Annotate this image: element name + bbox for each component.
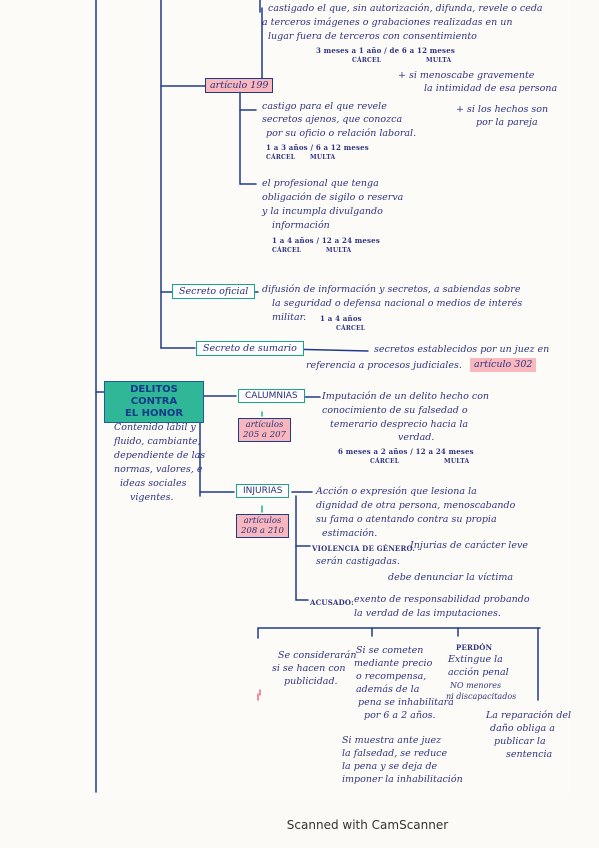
bottom-c4-line-3: publicar la: [494, 736, 546, 747]
art199-b-multa: MULTA: [326, 247, 352, 254]
honor-desc-2: fluido, cambiante,: [114, 436, 201, 447]
art199-b-line-2: obligación de sigilo o reserva: [262, 192, 404, 203]
injurias-line-2: dignidad de otra persona, menoscabando: [316, 500, 516, 511]
art199-side-1: + si los hechos son: [456, 104, 549, 115]
secreto-oficial-label: Secreto oficial: [172, 284, 256, 299]
top-note-1: + si menoscabe gravemente: [398, 70, 535, 81]
bottom-c1-line-1: Se considerarán: [278, 650, 357, 661]
calumnias-multa: MULTA: [444, 458, 470, 465]
art199-b-line-1: el profesional que tenga: [262, 178, 379, 189]
bottom-c4-line-4: sentencia: [506, 749, 553, 760]
bottom-c2-sub-1: Si muestra ante juez: [342, 735, 442, 746]
bottom-c3-line-3: NO menores: [450, 681, 502, 690]
injurias-label: INJURIAS: [236, 484, 290, 498]
bottom-c3-line-2: acción penal: [448, 667, 509, 678]
honor-title: DELITOS CONTRA EL HONOR: [104, 381, 204, 423]
secreto-oficial-line-2: la seguridad o defensa nacional o medios…: [272, 298, 523, 309]
secreto-sumario-line-1: secretos establecidos por un juez en: [374, 344, 550, 355]
top-carcel: CÁRCEL: [352, 57, 382, 64]
art199-b-penalty: 1 a 4 años / 12 a 24 meses: [272, 236, 380, 245]
art199-a-line-1: castigo para el que revele: [262, 101, 387, 112]
art199-a-line-3: por su oficio o relación laboral.: [266, 128, 417, 139]
bottom-c2-line-1: Si se cometen: [356, 645, 424, 656]
top-line-3: lugar fuera de terceros con consentimien…: [268, 31, 477, 42]
injurias-acusado-line-2: la verdad de las imputaciones.: [354, 608, 501, 619]
injurias-line-4: estimación.: [322, 528, 378, 539]
calumnias-carcel: CÁRCEL: [370, 458, 400, 465]
art199-a-line-2: secretos ajenos, que conozca: [262, 114, 403, 125]
bottom-c4-line-1: La reparación del: [486, 710, 572, 721]
top-line-1: castigado el que, sin autorización, difu…: [268, 3, 543, 14]
calumnias-line-1: Imputación de un delito hecho con: [322, 391, 490, 402]
injurias-acusado-line-1: exento de responsabilidad probando: [354, 594, 530, 605]
bottom-c2-sub-3: la pena y se deja de: [342, 761, 438, 772]
bottom-c2-line-6: por 6 a 2 años.: [364, 710, 436, 721]
calumnias-line-3: temerario desprecio hacia la: [330, 419, 469, 430]
injurias-articles: artículos 208 a 210: [236, 514, 289, 538]
bottom-c3-line-4: ni discapacitados: [446, 692, 517, 701]
top-multa: MULTA: [426, 57, 452, 64]
bottom-c2-line-3: o recompensa,: [356, 671, 427, 682]
honor-title-line-1: DELITOS CONTRA: [130, 384, 178, 407]
injurias-vg-label: VIOLENCIA DE GÉNERO.: [312, 544, 416, 553]
injurias-line-3: su fama o atentando contra su propia: [316, 514, 497, 525]
calumnias-articles-line-1: artículos: [245, 420, 284, 430]
secreto-oficial-line-3: militar.: [272, 312, 307, 323]
secreto-oficial-carcel: CÁRCEL: [336, 325, 366, 332]
bottom-c2-sub-2: la falsedad, se reduce: [342, 748, 448, 759]
secreto-sumario-article: artículo 302: [470, 358, 537, 372]
calumnias-penalty: 6 meses a 2 años / 12 a 24 meses: [338, 447, 474, 456]
bottom-c3-title: PERDÓN: [456, 643, 493, 652]
art199-label: artículo 199: [205, 78, 274, 93]
injurias-acusado-label: ACUSADO:: [310, 598, 354, 607]
bottom-c2-line-2: mediante precio: [354, 658, 433, 669]
bottom-c2-sub-4: imponer la inhabilitación: [342, 774, 463, 785]
top-note-2: la intimidad de esa persona: [424, 83, 558, 94]
honor-desc-1: Contenido lábil y: [114, 422, 196, 433]
injurias-line-1: Acción o expresión que lesiona la: [316, 486, 477, 497]
injurias-vg-line-2: serán castigadas.: [316, 556, 400, 567]
injurias-vg-line-1: Injurias de carácter leve: [410, 540, 528, 551]
art199-a-multa: MULTA: [310, 154, 336, 161]
calumnias-articles: artículos 205 a 207: [238, 418, 291, 442]
honor-desc-4: normas, valores, e: [114, 464, 203, 475]
injurias-vg-note: debe denunciar la víctima: [388, 572, 514, 583]
injurias-articles-line-1: artículos: [243, 516, 282, 526]
art199-a-penalty: 1 a 3 años / 6 a 12 meses: [266, 143, 369, 152]
art199-side-2: por la pareja: [476, 117, 538, 128]
bottom-c2-line-5: pena se inhabilitará: [358, 697, 454, 708]
secreto-oficial-penalty: 1 a 4 años: [320, 314, 362, 323]
art199-b-carcel: CÁRCEL: [272, 247, 302, 254]
scanner-watermark: Scanned with CamScanner: [286, 818, 449, 832]
calumnias-articles-line-2: 205 a 207: [243, 430, 286, 440]
art199-a-carcel: CÁRCEL: [266, 154, 296, 161]
honor-desc-6: vigentes.: [130, 492, 174, 503]
top-line-2: a terceros imágenes o grabaciones realiz…: [262, 17, 513, 28]
bottom-c4-line-2: daño obliga a: [490, 723, 555, 734]
top-penalty: 3 meses a 1 año / de 6 a 12 meses: [316, 46, 455, 55]
bottom-c2-line-4: además de la: [356, 684, 420, 695]
bottom-c3-line-1: Extingue la: [448, 654, 503, 665]
calumnias-line-4: verdad.: [398, 432, 435, 443]
calumnias-label: CALUMNIAS: [238, 389, 305, 403]
secreto-sumario-label: Secreto de sumario: [196, 341, 304, 356]
secreto-sumario-line-2: referencia a procesos judiciales.: [306, 360, 462, 371]
art199-b-line-3: y la incumpla divulgando: [262, 206, 383, 217]
bottom-c1-line-2: si se hacen con: [272, 663, 346, 674]
secreto-oficial-line-1: difusión de información y secretos, a sa…: [262, 284, 521, 295]
art199-b-line-4: información: [272, 220, 330, 231]
injurias-articles-line-2: 208 a 210: [241, 526, 284, 536]
honor-desc-5: ideas sociales: [120, 478, 187, 489]
bottom-c1-line-3: publicidad.: [284, 676, 338, 687]
honor-desc-3: dependiente de las: [114, 450, 206, 461]
honor-title-line-2: EL HONOR: [124, 408, 184, 419]
calumnias-line-2: conocimiento de su falsedad o: [322, 405, 468, 416]
